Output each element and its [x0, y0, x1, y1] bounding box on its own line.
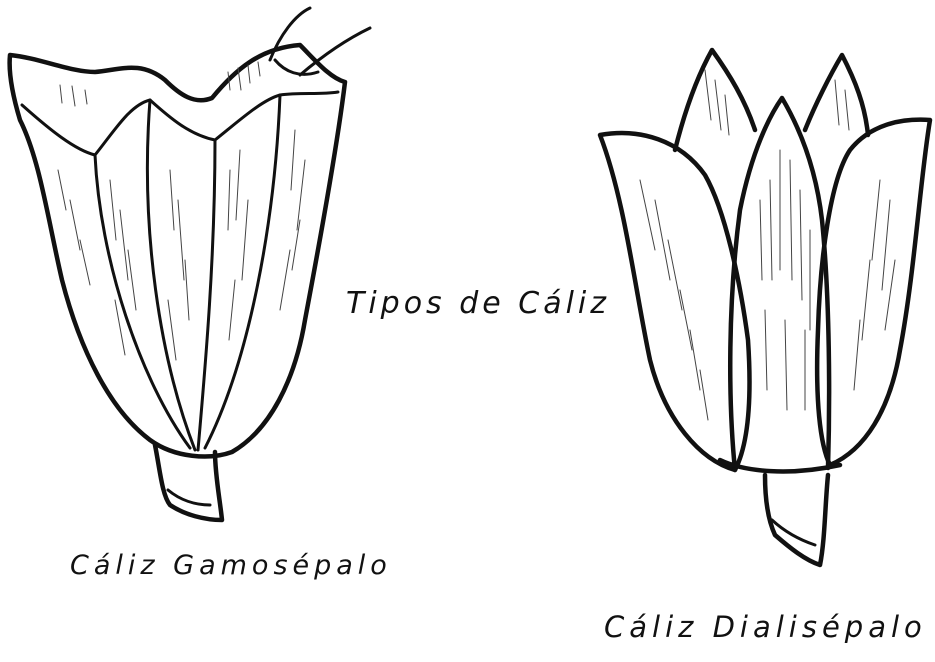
gamosepalous-calyx-icon [10, 8, 370, 520]
gamosepalous-hatching [58, 62, 305, 360]
diagram-title: Tipos de Cáliz [346, 286, 610, 321]
gamosepalous-label: Cáliz Gamosépalo [70, 550, 392, 581]
dialisepalous-label: Cáliz Dialisépalo [604, 610, 927, 644]
dialisepalous-calyx-icon [600, 50, 930, 565]
